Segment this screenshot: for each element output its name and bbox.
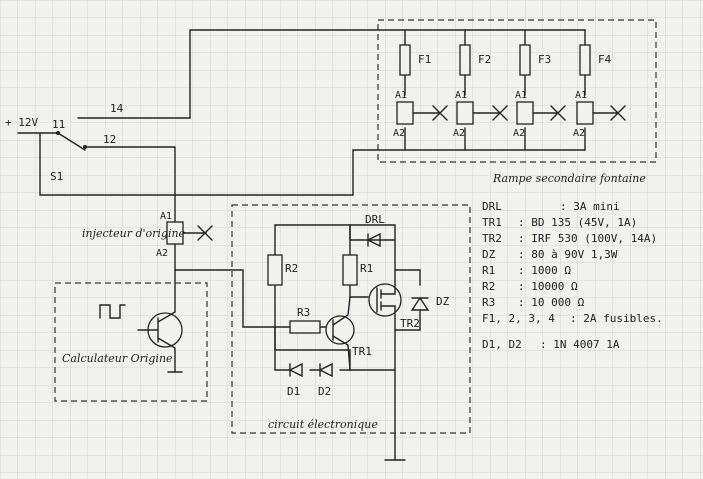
parts-value: : 10 000 Ω — [518, 296, 585, 309]
pin-a1-label: A1 — [455, 90, 467, 101]
pin-a2-label: A2 — [513, 128, 525, 139]
tr2-label: TR2 — [400, 317, 420, 330]
node-12-label: 12 — [103, 133, 116, 146]
d1-label: D1 — [287, 385, 300, 398]
supply-wiring — [17, 29, 406, 223]
fuse-f2-label: F2 — [478, 53, 491, 66]
parts-value: : 1000 Ω — [518, 264, 571, 277]
ecu-box — [54, 282, 208, 402]
pin-a1-label: A1 — [575, 90, 587, 101]
parts-name: TR2 — [482, 232, 502, 245]
pin-a2-label: A2 — [156, 248, 168, 259]
pin-a1-label: A1 — [395, 90, 407, 101]
circuit-box — [231, 204, 471, 434]
pin-a2-label: A2 — [573, 128, 585, 139]
parts-name: R2 — [482, 280, 495, 293]
parts-name: D1, D2 — [482, 338, 522, 351]
pin-a2-label: A2 — [453, 128, 465, 139]
dz-label: DZ — [436, 295, 450, 308]
pin-a1-label: A1 — [160, 211, 172, 222]
parts-value: : 1N 4007 1A — [540, 338, 620, 351]
node-11-label: 11 — [52, 118, 65, 131]
node-14-label: 14 — [110, 102, 124, 115]
parts-name: R1 — [482, 264, 495, 277]
r1-label: R1 — [360, 262, 373, 275]
r2-label: R2 — [285, 262, 298, 275]
parts-list: DRL : 3A mini TR1 : BD 135 (45V, 1A) TR2… — [482, 200, 663, 351]
ecu-caption: Calculateur Origine — [62, 352, 173, 365]
pin-a1-label: A1 — [515, 90, 527, 101]
parts-name: R3 — [482, 296, 495, 309]
fuse-f1-label: F1 — [418, 53, 431, 66]
plus-12v-label: + 12V — [5, 116, 38, 129]
parts-value: : 80 à 90V 1,3W — [518, 248, 618, 261]
parts-value: : 3A mini — [560, 200, 620, 213]
parts-value: : IRF 530 (100V, 14A) — [518, 232, 657, 245]
fuse-f4-label: F4 — [598, 53, 612, 66]
original-injector — [166, 221, 213, 271]
r3-label: R3 — [297, 306, 310, 319]
parts-name: TR1 — [482, 216, 502, 229]
d2-label: D2 — [318, 385, 331, 398]
fuse-f3-label: F3 — [538, 53, 551, 66]
parts-name: F1, 2, 3, 4 — [482, 312, 555, 325]
circuit-box-caption: circuit électronique — [268, 418, 378, 431]
parts-value: : BD 135 (45V, 1A) — [518, 216, 637, 229]
injector-coils — [396, 101, 626, 125]
pin-a2-label: A2 — [393, 128, 405, 139]
drl-label: DRL — [365, 213, 385, 226]
injector-caption: injecteur d'origine — [82, 227, 186, 240]
tr1-label: TR1 — [352, 345, 372, 358]
electronic-circuit — [267, 224, 430, 461]
parts-value: : 2A fusibles. — [570, 312, 663, 325]
fuses — [399, 44, 591, 76]
s1-label: S1 — [50, 170, 63, 183]
parts-value: : 10000 Ω — [518, 280, 578, 293]
parts-name: DZ — [482, 248, 496, 261]
ecu-transistor — [99, 269, 291, 373]
parts-name: DRL — [482, 200, 502, 213]
ramp-box-caption: Rampe secondaire fontaine — [492, 172, 646, 185]
